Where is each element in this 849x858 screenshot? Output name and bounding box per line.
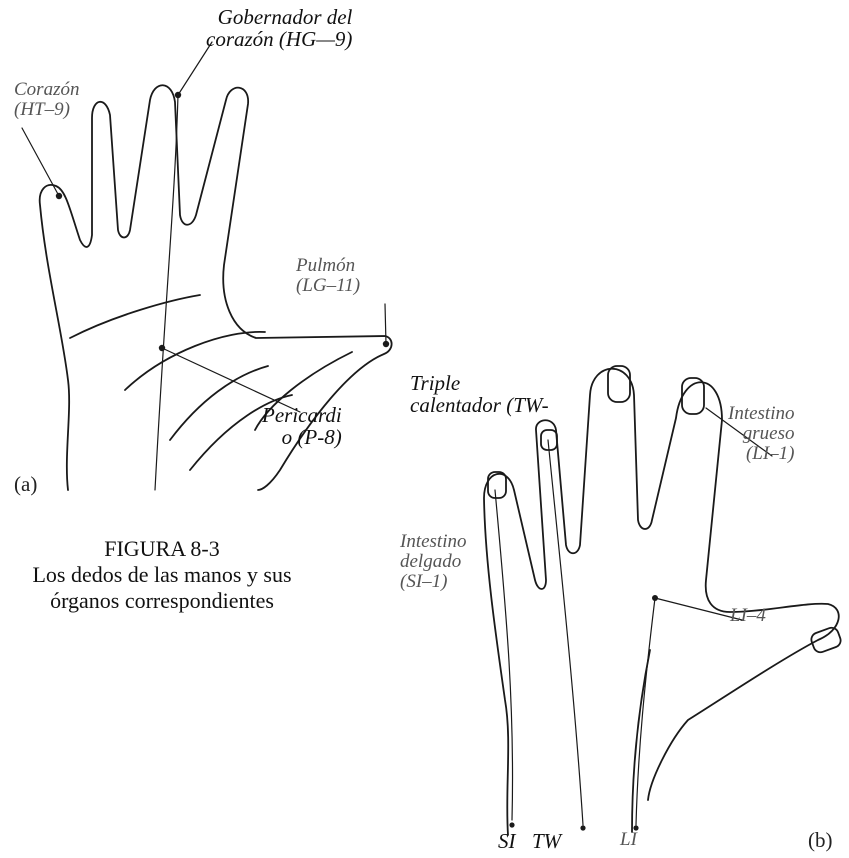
hand-a-crease-2 — [125, 332, 265, 390]
label-si1-line3: (SI–1) — [400, 572, 467, 592]
meridian-tw — [548, 440, 583, 825]
meridian-li — [636, 598, 655, 825]
label-si1: Intestino delgado (SI–1) — [400, 532, 467, 592]
label-si1-line1: Intestino — [400, 532, 467, 552]
pointer-li4 — [655, 598, 742, 620]
label-lg11-line1: Pulmón — [296, 256, 360, 276]
label-p8-line2: o (P-8) — [262, 426, 342, 448]
point-ht9 — [56, 193, 62, 199]
caption-line2: órganos correspondientes — [12, 588, 312, 614]
nail-little — [488, 472, 506, 498]
hand-a-meridian — [155, 95, 178, 490]
point-hg9 — [175, 92, 181, 98]
panel-b-letter: (b) — [808, 828, 833, 853]
label-ht9-line2: (HT–9) — [14, 100, 79, 120]
hand-a-crease-1 — [70, 295, 200, 338]
label-hg9-line1: Gobernador del — [206, 6, 352, 28]
label-ht9-line1: Corazón — [14, 80, 79, 100]
point-tw-bottom — [580, 825, 585, 830]
label-bottom-tw: TW — [532, 830, 561, 852]
label-hg9-line2: corazón (HG—9) — [206, 28, 352, 50]
label-bottom-si: SI — [498, 830, 516, 852]
label-p8: Pericardi o (P-8) — [262, 404, 342, 448]
pointer-lg11 — [385, 304, 386, 344]
label-li1-line3: (LI–1) — [728, 444, 795, 464]
label-si1-line2: delgado — [400, 552, 467, 572]
label-tw-line1: Triple — [410, 372, 549, 394]
panel-a-letter: (a) — [14, 472, 37, 497]
label-li1: Intestino grueso (LI–1) — [728, 404, 795, 464]
label-lg11-line2: (LG–11) — [296, 276, 360, 296]
nail-index — [608, 366, 630, 402]
point-lg11 — [383, 341, 389, 347]
label-p8-line1: Pericardi — [262, 404, 342, 426]
label-hg9: Gobernador del corazón (HG—9) — [206, 6, 352, 50]
pointer-ht9 — [22, 128, 59, 196]
label-lg11: Pulmón (LG–11) — [296, 256, 360, 296]
label-li1-line2: grueso — [728, 424, 795, 444]
figure-caption: FIGURA 8-3 Los dedos de las manos y sus … — [12, 536, 312, 614]
meridian-si — [495, 490, 513, 820]
label-li4: LI–4 — [730, 606, 766, 626]
label-tw-line2: calentador (TW- — [410, 394, 549, 416]
caption-line1: Los dedos de las manos y sus — [12, 562, 312, 588]
point-si-bottom — [509, 822, 514, 827]
point-li4 — [652, 595, 658, 601]
label-ht9: Corazón (HT–9) — [14, 80, 79, 120]
nail-thumb — [809, 626, 842, 654]
label-li1-line1: Intestino — [728, 404, 795, 424]
point-p8 — [159, 345, 165, 351]
caption-title: FIGURA 8-3 — [12, 536, 312, 562]
label-tw: Triple calentador (TW- — [410, 372, 549, 416]
hand-a-crease-3 — [170, 366, 268, 440]
label-bottom-li: LI — [620, 830, 637, 850]
